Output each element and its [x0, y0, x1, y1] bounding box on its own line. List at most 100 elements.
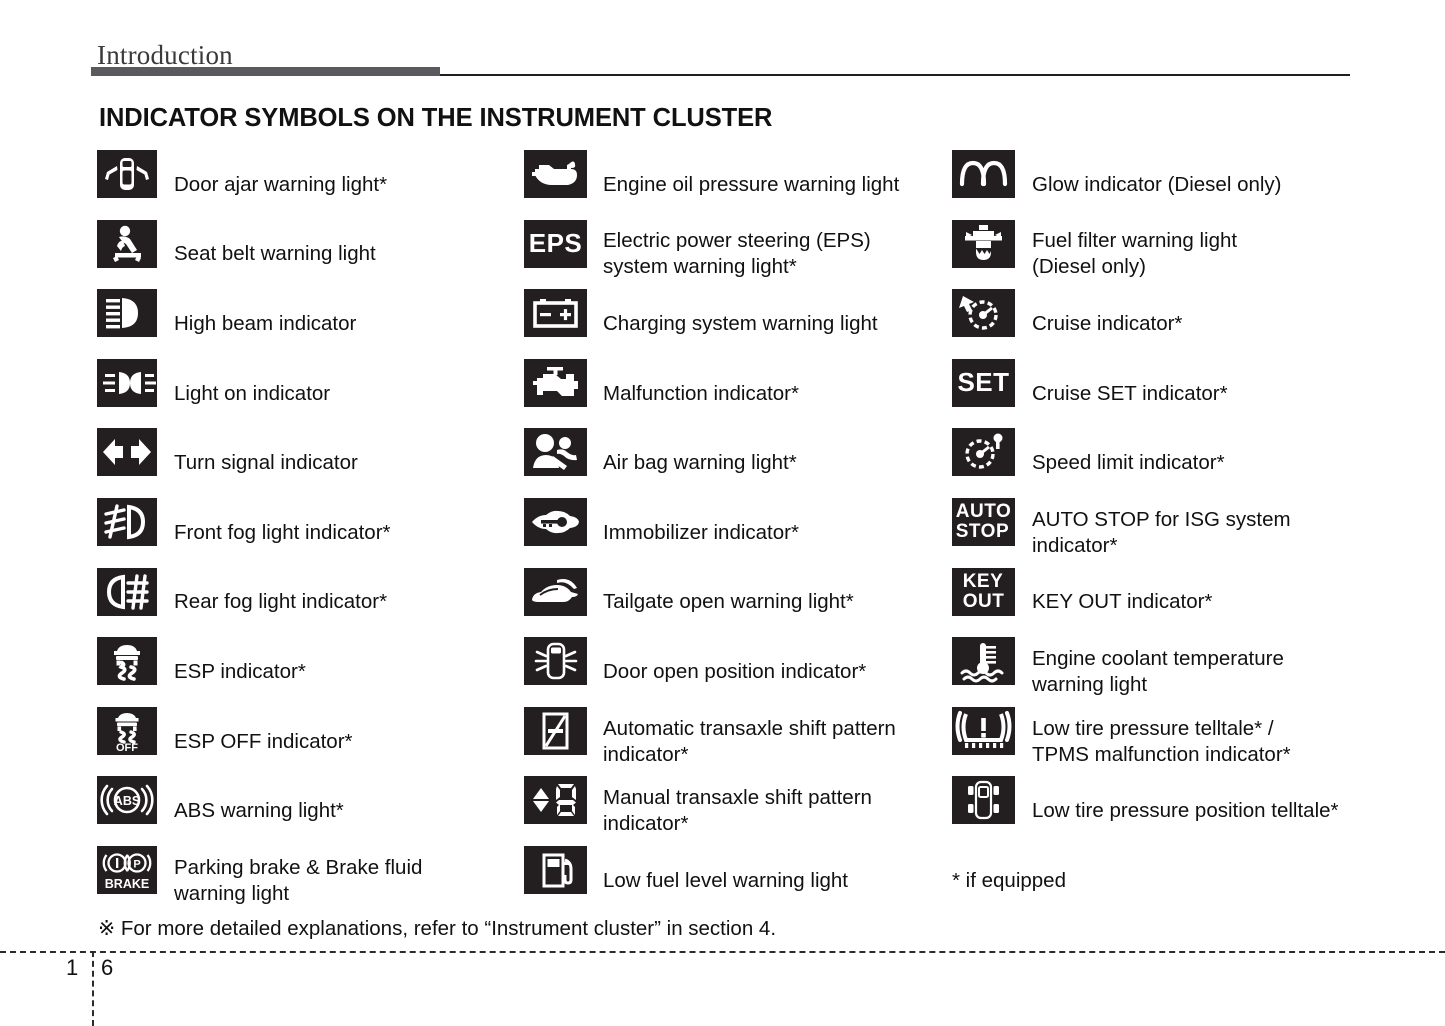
list-item: Tailgate open warning light*	[524, 567, 954, 638]
list-item: ESP indicator*	[97, 637, 517, 707]
list-item: AUTO STOP AUTO STOP for ISG system indic…	[952, 497, 1372, 568]
legend-row: * if equipped	[952, 846, 1372, 916]
list-item-label: Glow indicator (Diesel only)	[1032, 172, 1282, 196]
footer-divider-horizontal	[0, 951, 1445, 953]
list-item: Automatic transaxle shift pattern indica…	[524, 706, 954, 777]
tailgate-open-icon	[524, 567, 587, 616]
eps-badge-text: EPS	[528, 228, 583, 259]
list-item: Engine coolant temperature warning light	[952, 637, 1372, 707]
parking-brake-icon: P BRAKE	[97, 845, 157, 894]
list-item: EPS Electric power steering (EPS) system…	[524, 219, 954, 290]
list-item-label: ESP indicator*	[174, 659, 306, 683]
list-item-label: Cruise SET indicator*	[1032, 381, 1228, 405]
glow-plug-icon	[952, 150, 1015, 198]
seat-belt-icon	[97, 219, 157, 268]
list-item-label: Electric power steering (EPS) system war…	[603, 229, 871, 279]
speed-limit-icon	[952, 428, 1015, 477]
list-item: High beam indicator	[97, 289, 517, 359]
list-item-label: Automatic transaxle shift pattern indica…	[603, 716, 896, 766]
list-item-label: Light on indicator	[174, 381, 331, 405]
list-item: OFF ESP OFF indicator*	[97, 706, 517, 777]
list-item-label: Charging system warning light	[603, 311, 878, 335]
malfunction-engine-icon	[524, 358, 587, 407]
list-item-label: Air bag warning light*	[603, 451, 797, 475]
list-item: Front fog light indicator*	[97, 497, 517, 568]
list-item-label: Engine oil pressure warning light	[603, 172, 900, 196]
list-item-label: Rear fog light indicator*	[174, 590, 388, 614]
header-accent-bar	[91, 67, 440, 76]
list-item: P BRAKE Parking brake & Brake fluid warn…	[97, 845, 517, 916]
list-item: Malfunction indicator*	[524, 358, 954, 429]
cruise-icon	[952, 289, 1015, 338]
list-item-label: Immobilizer indicator*	[603, 520, 799, 544]
abs-icon: ABS	[97, 776, 157, 825]
low-tire-pressure-icon	[952, 706, 1015, 755]
battery-charging-icon	[524, 289, 587, 338]
svg-text:P: P	[133, 858, 140, 870]
list-item-label: Parking brake & Brake fluid warning ligh…	[174, 855, 423, 905]
manual-transaxle-icon	[524, 776, 587, 825]
list-item-label: Low fuel level warning light	[603, 868, 848, 892]
page-title: INDICATOR SYMBOLS ON THE INSTRUMENT CLUS…	[99, 104, 773, 132]
air-bag-icon	[524, 428, 587, 477]
list-item-label: KEY OUT indicator*	[1032, 590, 1213, 614]
list-item: Fuel filter warning light (Diesel only)	[952, 219, 1372, 290]
high-beam-icon	[97, 289, 157, 338]
engine-coolant-temp-icon	[952, 637, 1015, 686]
list-item-label: Turn signal indicator	[174, 451, 358, 475]
footnote: ※ For more detailed explanations, refer …	[98, 917, 777, 940]
list-item: Seat belt warning light	[97, 219, 517, 290]
indicator-column-3: Glow indicator (Diesel only)	[952, 150, 1372, 916]
auto-stop-icon: AUTO STOP	[952, 497, 1015, 546]
list-item-label: Tailgate open warning light*	[603, 590, 854, 614]
chapter-number: 1	[66, 955, 79, 980]
list-item-label: Door open position indicator*	[603, 659, 867, 683]
list-item-label: ESP OFF indicator*	[174, 729, 353, 753]
list-item-label: Door ajar warning light*	[174, 172, 388, 196]
esp-icon	[97, 637, 157, 686]
cruise-set-icon: SET	[952, 358, 1015, 407]
automatic-transaxle-icon	[524, 706, 587, 755]
list-item: Low tire pressure position telltale*	[952, 776, 1372, 846]
set-badge-text: SET	[957, 367, 1010, 398]
chapter-header: Introduction	[97, 40, 233, 70]
list-item-label: AUTO STOP for ISG system indicator*	[1032, 507, 1291, 557]
light-on-icon	[97, 358, 157, 407]
if-equipped-legend: * if equipped	[952, 868, 1066, 892]
list-item: Turn signal indicator	[97, 428, 517, 498]
key-out-badge-text: KEY OUT	[962, 570, 1005, 612]
rear-fog-light-icon	[97, 567, 157, 616]
door-open-position-icon	[524, 637, 587, 686]
list-item-label: Seat belt warning light	[174, 242, 376, 266]
list-item: KEY OUT KEY OUT indicator*	[952, 567, 1372, 638]
list-item-label: High beam indicator	[174, 311, 357, 335]
header-rule	[440, 74, 1350, 76]
eps-icon: EPS	[524, 219, 587, 268]
page-number: 6	[101, 955, 114, 980]
tire-position-icon	[952, 776, 1015, 825]
immobilizer-icon	[524, 497, 587, 546]
list-item: ABS ABS warning light*	[97, 776, 517, 846]
indicator-column-2: Engine oil pressure warning light EPS El…	[524, 150, 954, 916]
key-out-icon: KEY OUT	[952, 567, 1015, 616]
list-item: Charging system warning light	[524, 289, 954, 359]
list-item: Light on indicator	[97, 358, 517, 429]
list-item-label: Speed limit indicator*	[1032, 451, 1225, 475]
list-item: Cruise indicator*	[952, 289, 1372, 359]
fuel-filter-icon	[952, 219, 1015, 268]
low-fuel-icon	[524, 845, 587, 894]
list-item: Door open position indicator*	[524, 637, 954, 707]
svg-text:BRAKE: BRAKE	[105, 877, 149, 891]
door-ajar-icon	[97, 150, 157, 198]
list-item-label: Low tire pressure telltale* / TPMS malfu…	[1032, 716, 1291, 766]
svg-text:ABS: ABS	[114, 794, 140, 808]
chapter-title: Introduction	[97, 40, 233, 70]
list-item: Low fuel level warning light	[524, 845, 954, 916]
list-item: Rear fog light indicator*	[97, 567, 517, 638]
svg-text:OFF: OFF	[116, 742, 138, 754]
front-fog-light-icon	[97, 497, 157, 546]
list-item: Air bag warning light*	[524, 428, 954, 498]
list-item: Door ajar warning light*	[97, 150, 517, 220]
